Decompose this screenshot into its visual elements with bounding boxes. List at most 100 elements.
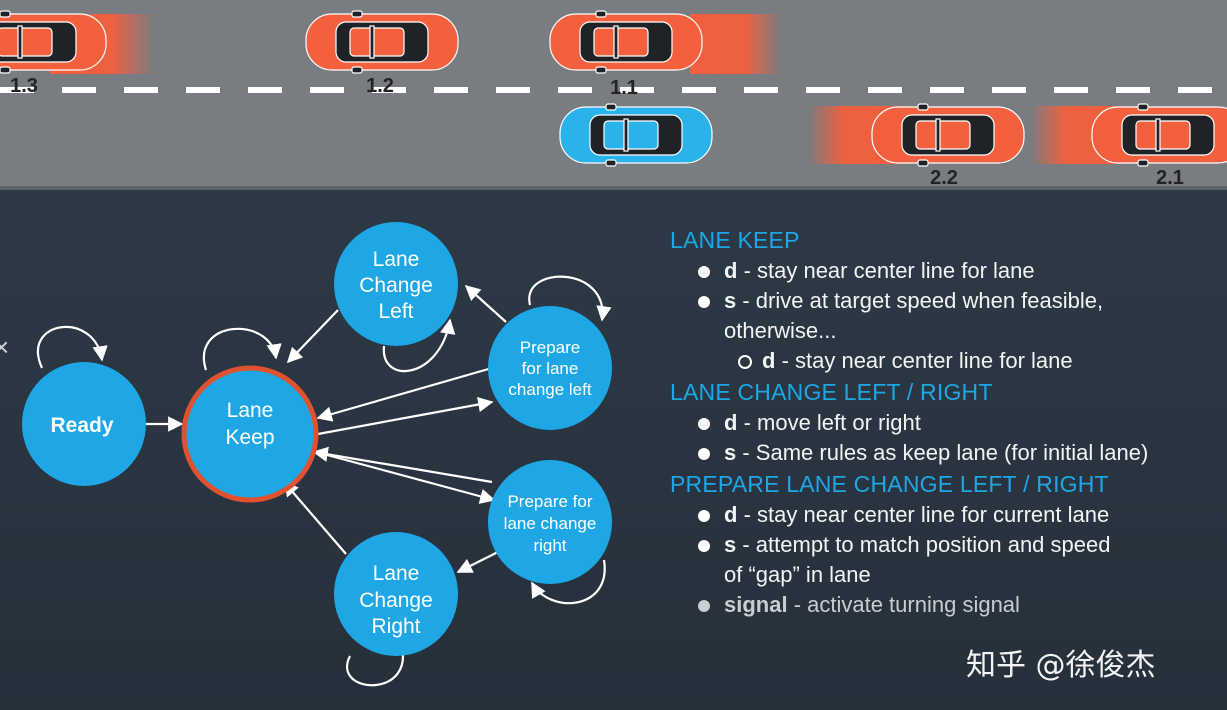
car-2-2	[871, 103, 1025, 167]
edge-lcl-to-lane-keep	[286, 309, 339, 364]
car-label: 2.2	[930, 167, 958, 189]
bullet-text: - activate turning signal	[787, 592, 1020, 617]
self-loop-plcr	[531, 559, 606, 605]
self-loop-lcr	[346, 638, 412, 687]
lane-dash	[186, 87, 220, 93]
state-machine-diagram: Ready Lane Keep Lane Change Left Prepare…	[22, 222, 612, 687]
car-label: 1.1	[610, 77, 638, 99]
bullet-text: - drive at target speed when feasible,	[736, 288, 1104, 313]
lane-dash	[124, 87, 158, 93]
lane-dash	[620, 87, 654, 93]
state-plcr-label: Prepare for	[507, 492, 592, 511]
lane-dash	[744, 87, 778, 93]
bullet-dot-icon	[698, 540, 710, 552]
bullet-dot-icon	[698, 266, 710, 278]
ego-car	[559, 103, 713, 167]
bullet-item: signal - activate turning signal	[670, 590, 1227, 620]
bullet-item: d - stay near center line for lane	[670, 256, 1227, 286]
hollow-bullet-icon	[738, 355, 752, 369]
state-lcr-label: Change	[359, 589, 433, 612]
bullet-text: - Same rules as keep lane (for initial l…	[736, 440, 1149, 465]
state-plcr-label: right	[533, 536, 566, 555]
bullet-continuation: otherwise...	[724, 318, 837, 343]
bullet-item: s - Same rules as keep lane (for initial…	[670, 438, 1227, 468]
bullet-item: s - drive at target speed when feasible,…	[670, 286, 1227, 346]
state-lane-keep-label: Lane	[227, 399, 274, 422]
edge-lane-keep-to-plcl	[317, 396, 494, 436]
lane-dash	[248, 87, 282, 93]
lane-dash	[310, 87, 344, 93]
state-ready: Ready	[22, 362, 146, 486]
lane-dash	[372, 87, 406, 93]
bullet-key: d	[724, 258, 738, 283]
edge-lane-keep-to-plcr	[315, 450, 496, 504]
section-title-lane-change: LANE CHANGE LEFT / RIGHT	[670, 379, 993, 405]
self-loop-lcl	[382, 318, 456, 372]
close-icon[interactable]: ×	[0, 332, 10, 362]
state-descriptions: LANE KEEP d - stay near center line for …	[670, 224, 1227, 620]
car-1-1	[549, 10, 703, 74]
lane-dash	[62, 87, 96, 93]
lane-divider	[0, 87, 1212, 93]
state-lcl-label: Lane	[373, 248, 420, 271]
car-label: 1.2	[366, 75, 394, 97]
section-title-lane-keep: LANE KEEP	[670, 227, 800, 253]
state-lane-keep: Lane Keep	[181, 365, 319, 503]
bullet-dot-icon	[698, 600, 710, 612]
car-2-1	[1091, 103, 1227, 167]
state-prepare-lane-change-right: Prepare for lane change right	[488, 460, 612, 584]
car-label: 1.3	[10, 75, 38, 97]
bullet-text: - stay near center line for lane	[775, 348, 1073, 373]
state-lane-change-left: Lane Change Left	[334, 222, 458, 346]
bullet-text: - stay near center line for lane	[737, 258, 1035, 283]
bullet-key: s	[724, 440, 737, 465]
bullet-dot-icon	[698, 296, 710, 308]
lane-dash	[1116, 87, 1150, 93]
bullet-text: - move left or right	[737, 410, 921, 435]
bullet-dot-icon	[698, 448, 710, 460]
lane-dash	[1178, 87, 1212, 93]
edge-lcr-to-lane-keep	[282, 480, 347, 555]
car-trail	[690, 14, 782, 74]
state-lcl-label: Left	[378, 300, 413, 323]
lane-dash	[992, 87, 1026, 93]
state-lane-keep-label: Keep	[225, 426, 274, 449]
car-label: 2.1	[1156, 167, 1184, 189]
bullet-key: d	[724, 502, 738, 527]
bullet-key: s	[724, 288, 737, 313]
state-lcr-label: Lane	[373, 562, 420, 585]
car-1-2	[305, 10, 459, 74]
state-lcr-label: Right	[371, 615, 420, 638]
state-plcr-label: lane change	[504, 514, 597, 533]
lane-dash	[558, 87, 592, 93]
lane-dash	[806, 87, 840, 93]
car-1-3	[0, 10, 107, 74]
bullet-dot-icon	[698, 510, 710, 522]
state-lane-change-right: Lane Change Right	[334, 532, 458, 656]
bullet-key: d	[762, 348, 776, 373]
bullet-key: signal	[724, 592, 788, 617]
section-title-prepare-lane-change: PREPARE LANE CHANGE LEFT / RIGHT	[670, 471, 1109, 497]
state-lcl-label: Change	[359, 274, 433, 297]
lane-dash	[682, 87, 716, 93]
edge-plcl-to-lane-keep	[316, 366, 493, 422]
bullet-item: d - stay near center line for current la…	[670, 500, 1227, 530]
state-plcl-label: Prepare	[520, 338, 580, 357]
bullet-dot-icon	[698, 418, 710, 430]
bullet-text: - stay near center line for current lane	[737, 502, 1110, 527]
lane-dash	[930, 87, 964, 93]
state-prepare-lane-change-left: Prepare for lane change left	[488, 306, 612, 430]
bullet-key: s	[724, 532, 737, 557]
edge-plcl-to-lcl	[464, 284, 507, 323]
state-ready-label: Ready	[50, 414, 113, 437]
lane-dash	[496, 87, 530, 93]
bullet-item: d - move left or right	[670, 408, 1227, 438]
state-plcl-label: change left	[508, 380, 591, 399]
self-loop-plcl	[528, 275, 612, 322]
lane-dash	[1054, 87, 1088, 93]
self-loop-lane-keep	[202, 327, 282, 371]
watermark: 知乎 @徐俊杰	[966, 648, 1156, 683]
bullet-text: - attempt to match position and speed	[736, 532, 1111, 557]
